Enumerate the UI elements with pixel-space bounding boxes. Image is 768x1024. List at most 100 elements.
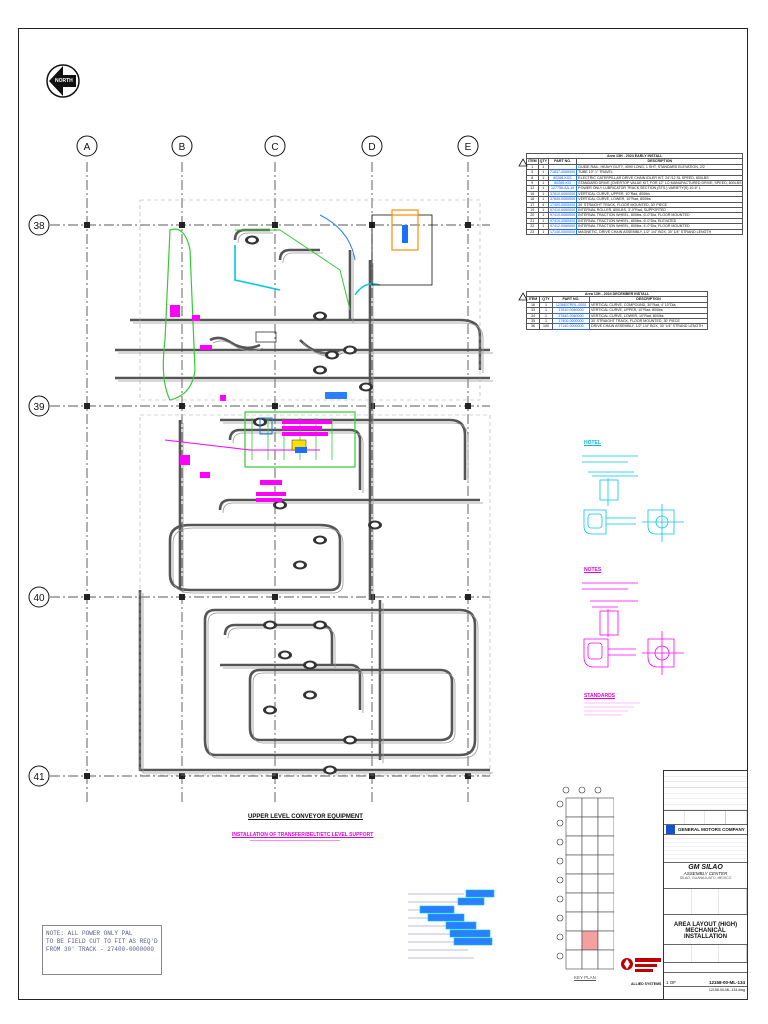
key-plan-cell — [581, 892, 599, 913]
equipment-magenta — [282, 420, 332, 424]
drawing-frame — [18, 28, 748, 1000]
equipment-cyan — [234, 245, 281, 291]
conveyor-rail — [227, 627, 336, 668]
north-label: NORTH — [55, 78, 73, 84]
key-plan-cell — [565, 816, 583, 837]
conveyor-rail — [223, 667, 364, 713]
building-column — [465, 594, 471, 600]
table-cell: ELECTRIC CATERPILLAR DRIVE CHAIN IDLER K… — [576, 174, 744, 182]
table-cell: 80268-KI21 — [547, 174, 578, 182]
conveyor-track — [278, 248, 320, 261]
table-cell: 97410-0060000 — [547, 212, 578, 219]
key-plan-cell — [581, 930, 599, 951]
conveyor-rail — [302, 342, 344, 357]
table-cell: 17140-0000000 — [552, 323, 590, 330]
building-column — [272, 222, 278, 228]
table-cell: INTERNAL TRACTION WHEEL, 800lbs, 4'-0"Di… — [576, 223, 744, 230]
grid-label-column: E — [465, 142, 472, 153]
conveyor-rail — [282, 252, 323, 264]
key-plan-cell — [581, 949, 599, 970]
station-bubble-center — [248, 237, 256, 243]
table-cell: VERTICAL CURVE, UPPER, 10"Rad, 800lbs — [589, 307, 708, 314]
equipment-orange — [391, 209, 419, 251]
key-plan-cell — [565, 797, 583, 818]
equipment-blue — [295, 447, 307, 453]
key-plan-cell — [597, 816, 614, 837]
key-plan-bubble — [578, 786, 586, 794]
sheet-title: AREA LAYOUT (HIGH) — [673, 922, 738, 928]
key-plan-cell — [581, 873, 599, 894]
key-plan-cell — [581, 816, 599, 837]
equipment-blue-line — [319, 214, 356, 261]
conveyor-rail — [133, 322, 484, 373]
key-plan-cell — [597, 949, 614, 970]
key-plan-cell — [565, 835, 583, 856]
key-plan-bubble — [556, 819, 564, 827]
table-cell: 1 — [537, 185, 550, 192]
equipment-magenta — [200, 345, 212, 350]
conveyor-rail — [222, 502, 483, 514]
table-cell: GUIDE RAIL, HEAVY DUTY, 4090 LONG, 1 SHT… — [576, 163, 744, 171]
key-plan-bubble — [556, 933, 564, 941]
conveyor-track — [203, 608, 477, 757]
conveyor-rail — [207, 612, 479, 759]
guard-outline — [139, 199, 481, 401]
table-cell: INTERNAL TRACTION WHEEL, 800lbs, 6'-0"Di… — [576, 212, 744, 219]
equipment-path-green — [235, 229, 351, 311]
vendor-logo-icon — [621, 958, 661, 972]
table-cell: VERTICAL CURVE, LOWER, 10"Rad, 800lbs — [589, 312, 708, 320]
schedule-header: ITEM — [526, 158, 539, 165]
station-bubble-center — [346, 737, 354, 743]
revision-triangle-icon — [518, 292, 528, 301]
description-row — [664, 963, 747, 973]
station-bubble-center — [306, 662, 314, 668]
grid-label-column: A — [84, 142, 91, 153]
table-cell: 97410-0060000 — [547, 207, 578, 214]
project-subname: ASSEMBLY CENTER — [683, 871, 728, 876]
key-plan — [556, 786, 614, 970]
building-column — [272, 594, 278, 600]
grid-label-column: D — [368, 142, 375, 153]
schedule-caption: Area 13H - 2024 EARLY INSTALL — [525, 152, 744, 160]
table-cell: 1 — [537, 212, 550, 219]
station-bubble-center — [326, 767, 334, 773]
table-cell: 30' STRAIGHT TRACK, FLOOR MOUNTED, 30' P… — [576, 201, 744, 209]
table-cell: 36 — [526, 323, 540, 330]
key-plan-cell — [597, 873, 614, 894]
key-plan-cell — [597, 930, 614, 951]
table-cell: 80269-KI3 — [547, 179, 578, 187]
equipment-magenta — [170, 305, 180, 317]
building-column — [465, 773, 471, 779]
station-bubble-center — [316, 313, 324, 319]
company-name: GENERAL MOTORS COMPANY — [678, 827, 745, 832]
conveyor-track — [209, 336, 261, 350]
grid-bubble-column — [264, 135, 286, 157]
table-cell: INTERNAL ROLLER, 800LBS, 3'-0"Rad, SUPPO… — [576, 207, 744, 214]
table-cell: 100 — [539, 323, 553, 330]
table-cell: 1 — [537, 196, 550, 203]
station-bubble-center — [371, 522, 379, 528]
table-cell: 30' STRAIGHT TRACK, FLOOR MOUNTED, 30' P… — [589, 317, 708, 325]
equipment-blue — [325, 392, 347, 399]
grid-bubble-column — [457, 135, 479, 157]
key-plan-label: KEY PLAN — [574, 975, 596, 980]
grid-bubble-row — [28, 395, 50, 417]
station-bubble-center — [316, 537, 324, 543]
schedule-header: PART NO. — [547, 158, 578, 165]
guard-outline — [139, 414, 491, 776]
table-cell: 1 — [537, 217, 550, 225]
key-plan-bubble — [556, 876, 564, 884]
grid-bubble-column — [361, 135, 383, 157]
schedule-header: QTY — [537, 158, 550, 165]
building-column — [369, 594, 375, 600]
table-cell: 71837-0060000 — [547, 169, 578, 176]
station-bubble-center — [362, 384, 370, 390]
detail-drawing-magenta — [582, 582, 684, 675]
approval-row — [664, 811, 747, 825]
